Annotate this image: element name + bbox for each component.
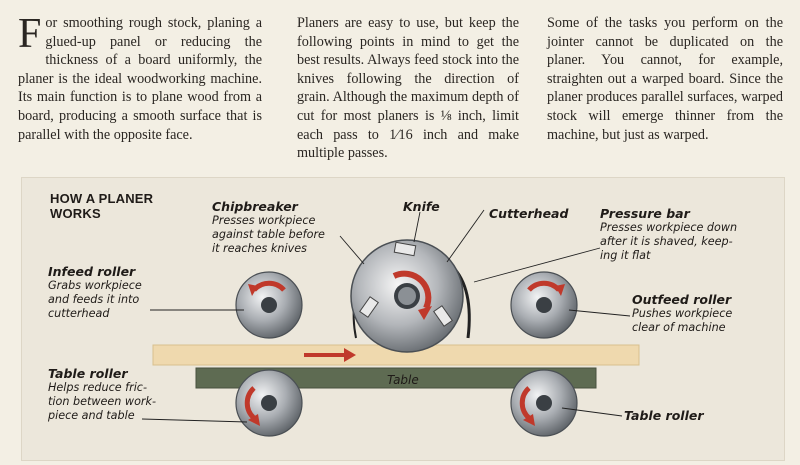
diagram-title-line-2: WORKS <box>50 206 101 221</box>
pressure-bar-desc-1: Presses workpiece down <box>600 221 738 234</box>
knife-label: Knife <box>403 199 440 214</box>
table-roller-left-desc-3: piece and table <box>48 409 135 422</box>
column-1-text: or smoothing rough stock, planing a glue… <box>18 15 262 143</box>
table-label: Table <box>387 373 419 387</box>
column-3-text: Some of the tasks you perform on the joi… <box>547 15 783 143</box>
table-roller-left <box>235 369 303 437</box>
feed-direction-arrow <box>304 348 356 362</box>
infeed-roller-desc-1: Grabs workpiece <box>48 279 142 292</box>
infeed-roller-desc-2: and feeds it into <box>48 293 140 306</box>
table-roller-left-title: Table roller <box>48 366 128 381</box>
table-roller-right-label: Table roller <box>624 408 704 423</box>
knife-title: Knife <box>403 199 440 214</box>
chipbreaker-desc-2: against table before <box>212 228 325 241</box>
drop-cap: F <box>18 11 42 57</box>
pressure-bar-label: Pressure bar Presses workpiece down afte… <box>600 206 737 263</box>
infeed-roller <box>235 271 303 339</box>
outfeed-roller-label: Outfeed roller Pushes workpiece clear of… <box>632 292 732 335</box>
cutterhead <box>350 239 464 353</box>
diagram-title-line-1: HOW A PLANER <box>50 191 154 206</box>
text-column-2: Planers are easy to use, but keep the fo… <box>297 14 519 163</box>
table <box>195 367 597 389</box>
table-roller-left-desc-1: Helps reduce fric- <box>48 381 147 394</box>
table-roller-left-desc-2: tion between work- <box>48 395 157 408</box>
planer-diagram: HOW A PLANER WORKS Chipbreaker Presses w… <box>22 178 784 460</box>
outfeed-roller <box>510 271 578 339</box>
pressure-bar-desc-2: after it is shaved, keep- <box>600 235 733 248</box>
outfeed-roller-title: Outfeed roller <box>632 292 732 307</box>
knife-left <box>359 296 379 318</box>
infeed-roller-title: Infeed roller <box>48 264 136 279</box>
diagram-title: HOW A PLANER WORKS <box>50 191 153 221</box>
table-roller-right-title: Table roller <box>624 408 704 423</box>
chipbreaker-label: Chipbreaker Presses workpiece against ta… <box>212 199 325 256</box>
chipbreaker-title: Chipbreaker <box>212 199 298 214</box>
chipbreaker-desc-3: it reaches knives <box>212 242 307 255</box>
text-column-1: F or smoothing rough stock, planing a gl… <box>18 11 262 144</box>
table-roller-left-label: Table roller Helps reduce fric- tion bet… <box>48 366 156 423</box>
leader-lines <box>141 209 631 423</box>
cutterhead-label: Cutterhead <box>489 206 568 221</box>
table-roller-right <box>510 369 578 437</box>
planer-illustration <box>141 209 640 437</box>
outfeed-roller-desc-1: Pushes workpiece <box>632 307 733 320</box>
text-column-3: Some of the tasks you perform on the joi… <box>547 14 783 144</box>
outfeed-roller-desc-2: clear of machine <box>632 321 726 334</box>
knife-top <box>393 241 417 257</box>
pressure-bar-desc-3: ing it flat <box>600 249 651 262</box>
infeed-roller-desc-3: cutterhead <box>48 307 110 320</box>
chipbreaker-desc-1: Presses workpiece <box>212 214 316 227</box>
infeed-roller-label: Infeed roller Grabs workpiece and feeds … <box>48 264 142 321</box>
column-2-text: Planers are easy to use, but keep the fo… <box>297 15 519 162</box>
knife-right <box>433 305 453 327</box>
cutterhead-title: Cutterhead <box>489 206 569 221</box>
pressure-bar-title: Pressure bar <box>600 206 690 221</box>
